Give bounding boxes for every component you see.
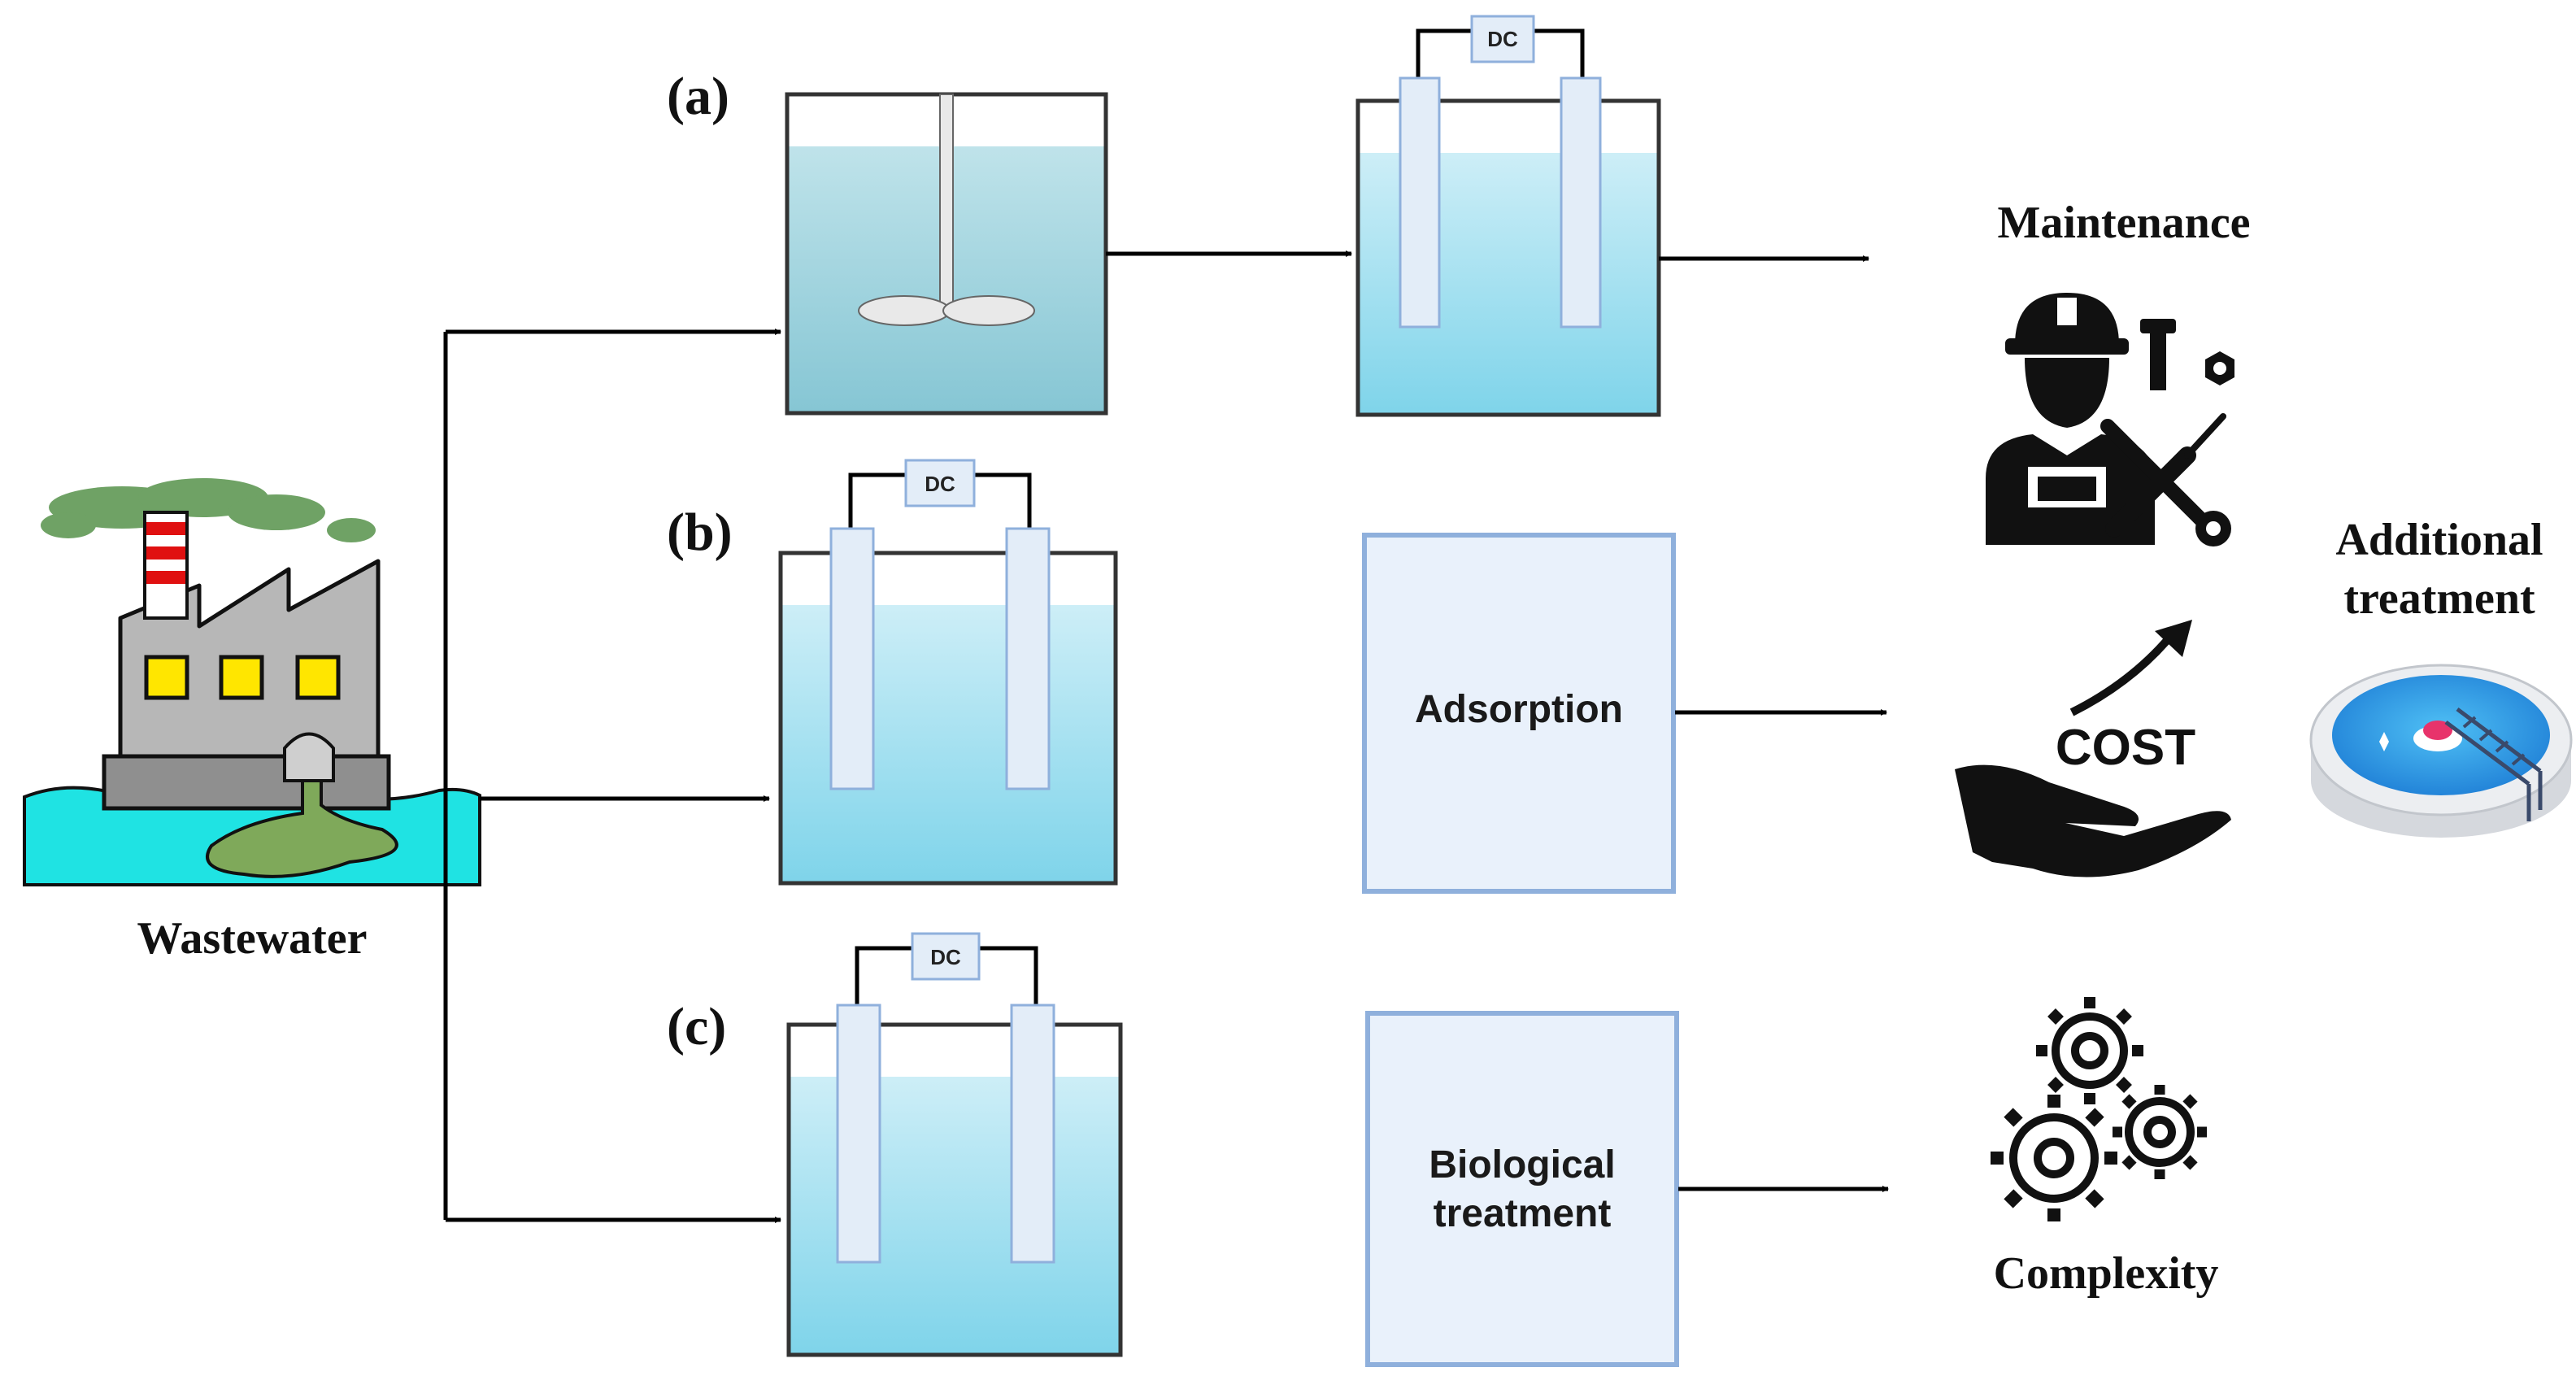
electrode	[1560, 76, 1602, 329]
factory-base	[102, 754, 391, 811]
gears-icon	[1991, 997, 2207, 1221]
factory-window	[144, 655, 189, 700]
cost-label: COST	[2056, 720, 2195, 776]
distribution-lines	[443, 329, 781, 1223]
electrolysis-cell-a: DC	[1355, 15, 1661, 417]
panel-b-label: (b)	[667, 503, 733, 562]
electrode	[1399, 76, 1441, 329]
chimney	[143, 511, 189, 620]
dc-label: DC	[925, 472, 955, 496]
mixing-tank	[785, 92, 1108, 416]
stirrer-shaft	[939, 94, 954, 313]
dc-power-box	[904, 459, 976, 507]
wastewater-label: Wastewater	[137, 913, 367, 964]
panel-c-label: (c)	[667, 997, 726, 1056]
electrode	[829, 527, 875, 790]
panel-a-label: (a)	[667, 67, 729, 126]
complexity-label: Complexity	[1994, 1248, 2219, 1299]
stirrer-blade	[942, 295, 1035, 326]
adsorption-box: Adsorption	[1362, 533, 1676, 894]
dc-power-box	[911, 932, 981, 981]
rising-arrow	[2069, 634, 2173, 716]
dc-power-box	[1470, 15, 1535, 63]
biological-label-line2: treatment	[1434, 1192, 1612, 1235]
adsorption-label: Adsorption	[1415, 688, 1623, 731]
factory-window	[219, 655, 264, 700]
additional-label-line2: treatment	[2343, 573, 2535, 624]
gear-icon	[2113, 1085, 2207, 1179]
maintenance-label: Maintenance	[1997, 198, 2250, 248]
dc-label: DC	[1487, 27, 1518, 51]
gear-icon	[1991, 1095, 2117, 1221]
gear-icon	[2036, 997, 2143, 1104]
factory-window	[295, 655, 341, 700]
additional-label-line1: Additional	[2335, 515, 2543, 565]
dc-label: DC	[930, 945, 961, 969]
hand-icon	[1955, 764, 2231, 877]
biological-label-line1: Biological	[1429, 1143, 1615, 1187]
electrode	[836, 1004, 881, 1264]
smoke-cloud	[41, 478, 376, 542]
wastewater-factory-icon	[23, 478, 481, 886]
sludge-discharge	[206, 779, 398, 878]
stirrer-blade	[858, 295, 951, 326]
electrolysis-cell-c: DC	[786, 932, 1123, 1357]
rising-cost-hand-icon: COST	[1955, 620, 2231, 877]
electrode	[1010, 1004, 1055, 1264]
maintenance-worker-icon	[1986, 293, 2234, 546]
electrode	[1005, 527, 1051, 790]
electrolysis-cell-b: DC	[778, 459, 1118, 886]
treatment-basin-icon	[2309, 664, 2573, 838]
biological-treatment-box: Biological treatment	[1365, 1011, 1679, 1367]
outlet-pipe	[283, 732, 335, 782]
